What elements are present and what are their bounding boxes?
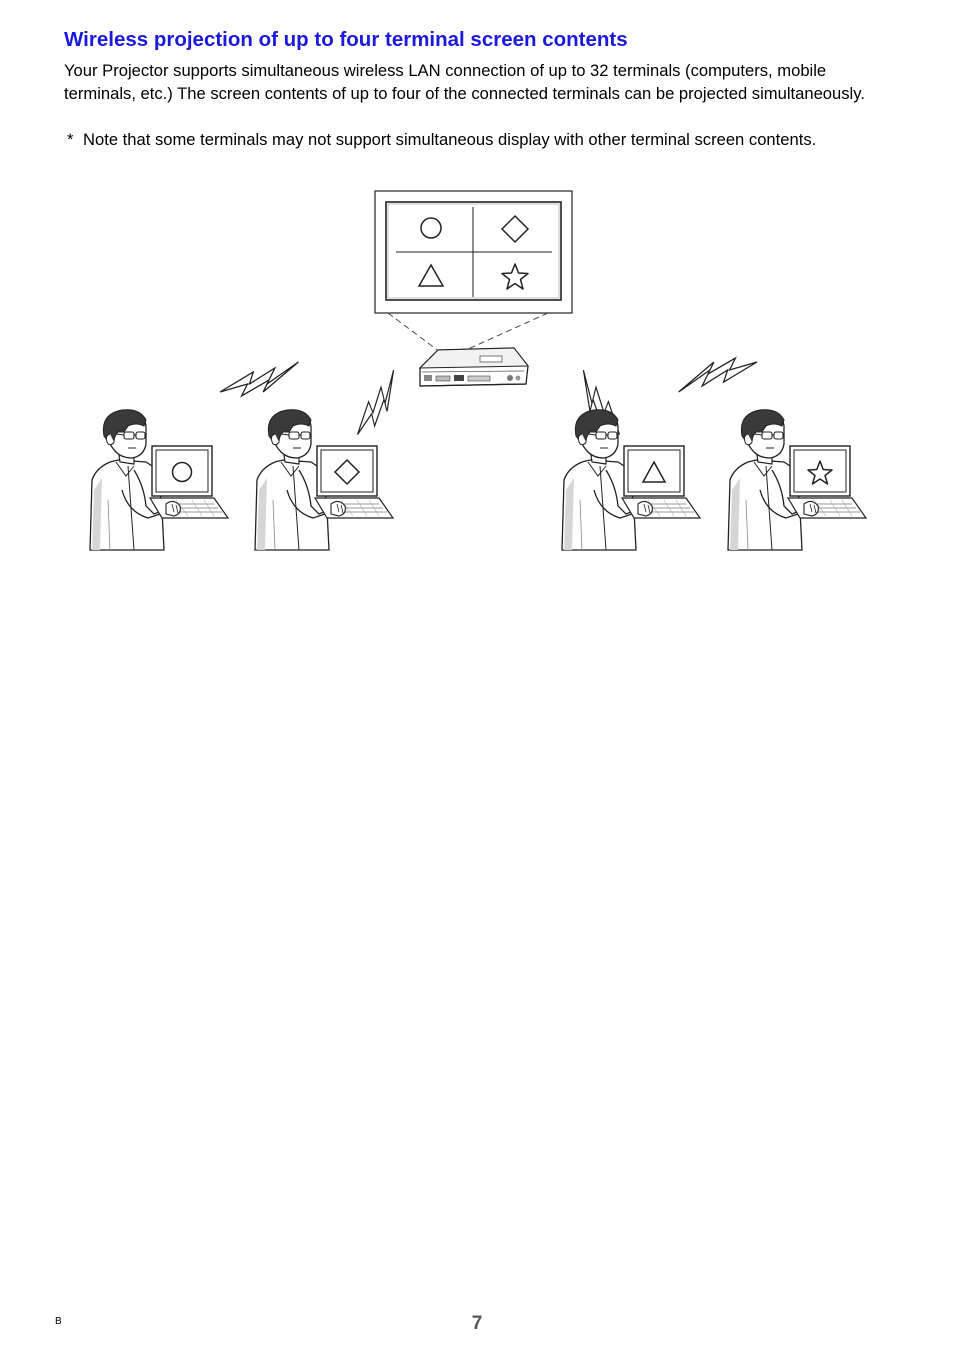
wireless-signal-icon (339, 369, 415, 439)
projection-screen (374, 190, 573, 314)
projection-illustration (89, 190, 867, 551)
terminal-3 (561, 409, 701, 551)
terminal-triangle-icon (641, 460, 667, 483)
note-asterisk: * (67, 130, 74, 149)
wireless-signal-icon (219, 361, 300, 397)
screen-diamond-icon (500, 214, 530, 244)
footnote: * Note that some terminals may not suppo… (64, 129, 894, 152)
terminal-1 (89, 409, 229, 551)
terminal-4 (727, 409, 867, 551)
page-number: 7 (471, 1313, 483, 1334)
section-heading: Wireless projection of up to four termin… (64, 28, 628, 51)
screen-triangle-icon (417, 263, 445, 287)
wireless-signal-icon (677, 357, 758, 393)
screen-circle-icon (420, 217, 442, 239)
screen-star-icon (501, 263, 529, 290)
projection-beam (387, 312, 549, 353)
note-text: Note that some terminals may not support… (83, 130, 817, 149)
body-paragraph: Your Projector supports simultaneous wir… (64, 61, 865, 103)
terminal-star-icon (807, 460, 833, 485)
terminal-2 (254, 409, 394, 551)
projector (418, 347, 530, 387)
footer-code: B (55, 1316, 62, 1327)
terminal-circle-icon (171, 461, 193, 483)
terminal-diamond-icon (333, 458, 361, 486)
